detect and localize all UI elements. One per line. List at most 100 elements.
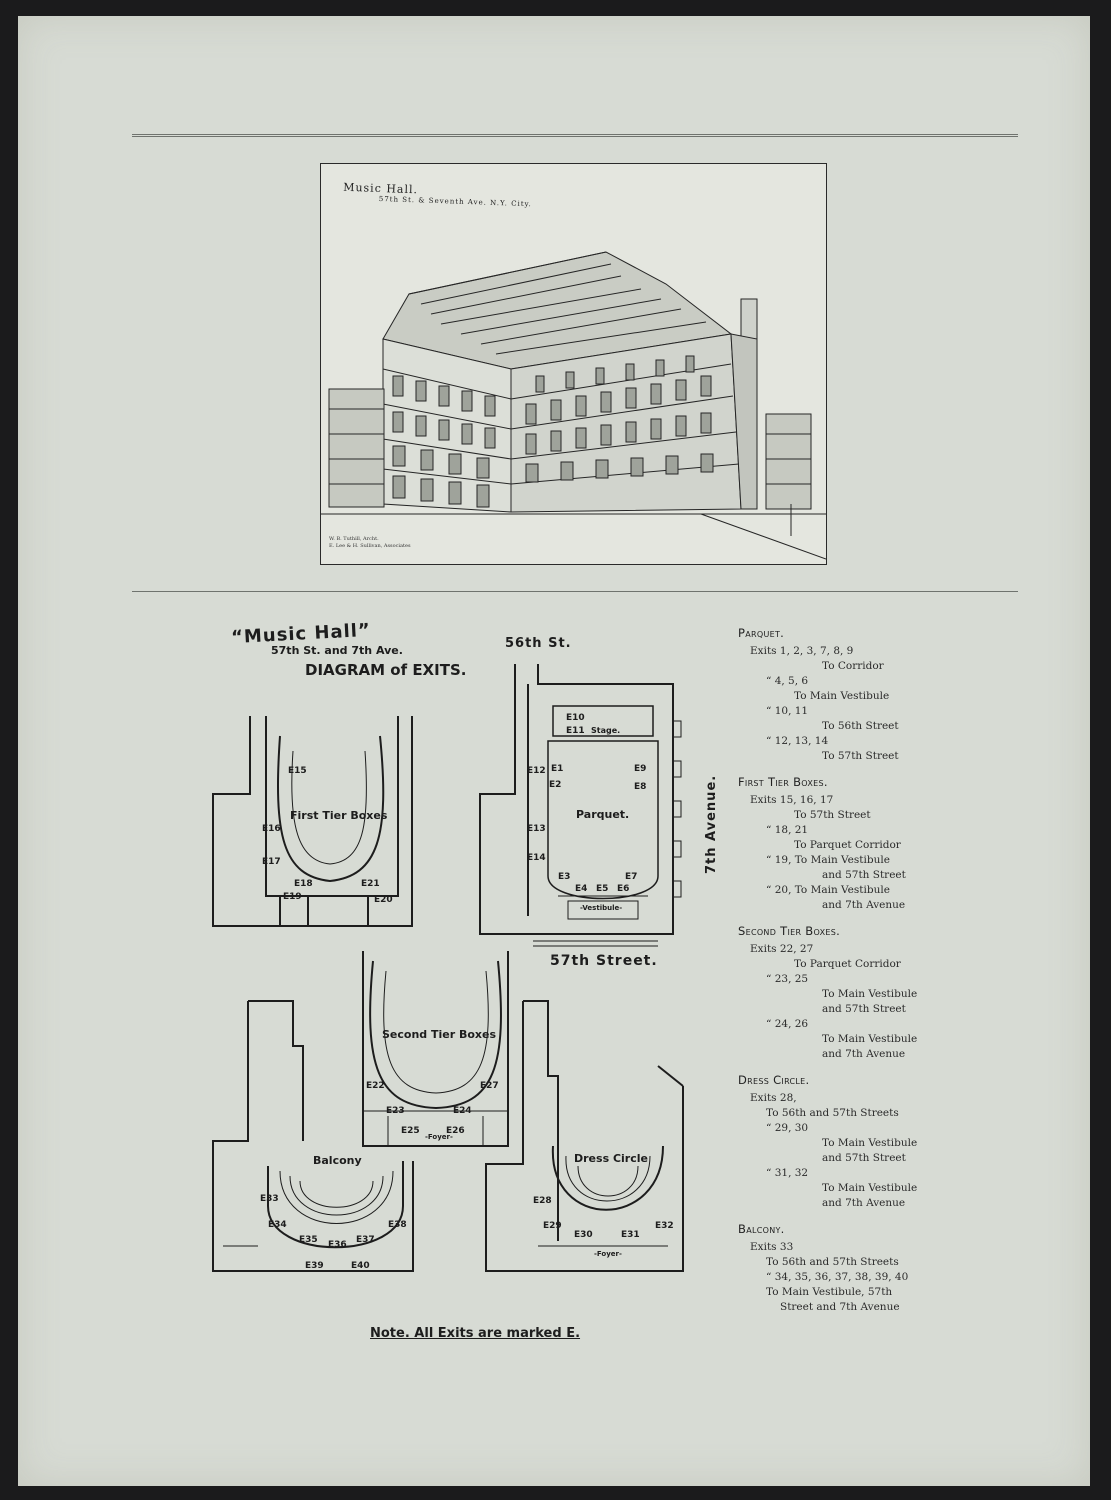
exit-e36: E36 [328, 1240, 347, 1250]
legend-line: Exits 28, [750, 1092, 797, 1104]
legend-line: To 57th Street [794, 809, 871, 821]
legend-line: To 56th and 57th Streets [766, 1107, 899, 1119]
exit-e19: E19 [283, 892, 302, 902]
legend-line: Street and 7th Avenue [780, 1301, 900, 1313]
legend-first-tier-title: First Tier Boxes. [738, 775, 828, 789]
legend-first-tier: First Tier Boxes. Exits 15, 16, 17 To 57… [738, 775, 918, 913]
street-56th-label: 56th St. [505, 636, 572, 651]
exit-e18: E18 [294, 879, 313, 889]
music-hall-engraving: Music Hall. 57th St. & Seventh Ave. N.Y.… [320, 163, 827, 565]
legend-parquet-title: Parquet. [738, 626, 785, 640]
legend-line: and 7th Avenue [822, 899, 906, 911]
legend-line: “ 4, 5, 6 [766, 675, 809, 687]
exit-e38: E38 [388, 1220, 407, 1230]
plan-first-tier [212, 716, 413, 927]
exit-e7: E7 [625, 872, 638, 882]
exit-e39: E39 [305, 1261, 324, 1271]
exit-e9: E9 [634, 764, 647, 774]
exit-e37: E37 [356, 1235, 375, 1245]
exit-e24: E24 [453, 1106, 472, 1116]
plan-dress-circle [485, 1000, 684, 1272]
building-illustration [321, 251, 826, 560]
legend-dress-circle-title: Dress Circle. [738, 1073, 810, 1087]
label-balcony: Balcony [313, 1154, 362, 1167]
exit-e20: E20 [374, 895, 393, 905]
exit-e16: E16 [262, 824, 281, 834]
legend-line: To Main Vestibule, 57th [766, 1286, 893, 1298]
top-rule [132, 134, 1018, 137]
legend-parquet: Parquet. Exits 1, 2, 3, 7, 8, 9 To Corri… [738, 626, 918, 764]
exit-e25: E25 [401, 1126, 420, 1136]
legend-line: “ 23, 25 [766, 973, 809, 985]
exit-e15: E15 [288, 766, 307, 776]
middle-rule [132, 591, 1018, 592]
legend-line: and 57th Street [822, 869, 906, 881]
exit-e14: E14 [527, 853, 546, 863]
label-first-tier: First Tier Boxes [290, 809, 388, 822]
label-dress-circle: Dress Circle [574, 1152, 648, 1165]
exit-e8: E8 [634, 782, 647, 792]
plan-second-tier [362, 951, 509, 1147]
program-page: Music Hall. 57th St. & Seventh Ave. N.Y.… [18, 16, 1090, 1486]
legend-line: and 57th Street [822, 1152, 906, 1164]
exits-legend: Parquet. Exits 1, 2, 3, 7, 8, 9 To Corri… [738, 626, 918, 1326]
legend-line: To Parquet Corridor [794, 839, 901, 851]
exit-e2: E2 [549, 780, 562, 790]
exit-e33: E33 [260, 1194, 279, 1204]
exit-e10: E10 [566, 713, 585, 723]
exit-e27: E27 [480, 1081, 499, 1091]
exit-e17: E17 [262, 857, 281, 867]
exit-e40: E40 [351, 1261, 370, 1271]
legend-balcony-title: Balcony. [738, 1222, 785, 1236]
exit-e31: E31 [621, 1230, 640, 1240]
legend-second-tier: Second Tier Boxes. Exits 22, 27 To Parqu… [738, 924, 918, 1062]
label-foyer-second: -Foyer- [425, 1133, 453, 1141]
diagram-subtitle: DIAGRAM of EXITS. [305, 661, 467, 679]
legend-line: To Parquet Corridor [794, 958, 901, 970]
street-57th-label: 57th Street. [550, 953, 658, 969]
legend-line: To Main Vestibule [794, 690, 890, 702]
exit-e22: E22 [366, 1081, 385, 1091]
exit-e26: E26 [446, 1126, 465, 1136]
exit-e23: E23 [386, 1106, 405, 1116]
exit-e13: E13 [527, 824, 546, 834]
exit-e32: E32 [655, 1221, 674, 1231]
legend-line: Exits 1, 2, 3, 7, 8, 9 [750, 645, 854, 657]
legend-line: “ 10, 11 [766, 705, 809, 717]
legend-line: “ 18, 21 [766, 824, 809, 836]
legend-line: To Main Vestibule [822, 988, 918, 1000]
exit-e21: E21 [361, 879, 380, 889]
legend-line: Exits 15, 16, 17 [750, 794, 834, 806]
legend-line: “ 19, To Main Vestibule [766, 854, 890, 866]
legend-line: Exits 22, 27 [750, 943, 814, 955]
label-vestibule: -Vestibule- [580, 904, 623, 912]
legend-line: To Main Vestibule [822, 1033, 918, 1045]
legend-line: “ 31, 32 [766, 1167, 809, 1179]
legend-dress-circle: Dress Circle. Exits 28, To 56th and 57th… [738, 1073, 918, 1211]
legend-line: “ 20, To Main Vestibule [766, 884, 890, 896]
floor-plans [212, 664, 684, 1272]
engraving-credit: W. B. Tuthill, Archt. E. Lee & H. Sulliv… [329, 536, 439, 550]
legend-line: To 57th Street [822, 750, 899, 762]
exit-e6: E6 [617, 884, 630, 894]
exit-e30: E30 [574, 1230, 593, 1240]
exit-e12: E12 [527, 766, 546, 776]
plan-balcony [212, 1000, 414, 1272]
exits-note: Note. All Exits are marked E. [370, 1326, 581, 1341]
legend-line: To Corridor [822, 660, 884, 672]
exit-e4: E4 [575, 884, 588, 894]
label-second-tier: Second Tier Boxes [382, 1028, 497, 1041]
plan-parquet [479, 664, 682, 947]
legend-second-tier-title: Second Tier Boxes. [738, 924, 841, 938]
legend-line: “ 24, 26 [766, 1018, 809, 1030]
exit-e5: E5 [596, 884, 609, 894]
label-parquet: Parquet. [576, 808, 630, 821]
legend-line: To 56th and 57th Streets [766, 1256, 899, 1268]
engraving-credit-line2: E. Lee & H. Sullivan, Associates [329, 543, 411, 549]
legend-balcony: Balcony. Exits 33 To 56th and 57th Stree… [738, 1222, 918, 1315]
exit-e29: E29 [543, 1221, 562, 1231]
label-stage: Stage. [591, 726, 621, 735]
exit-e28: E28 [533, 1196, 552, 1206]
exit-e3: E3 [558, 872, 571, 882]
exit-e1: E1 [551, 764, 564, 774]
